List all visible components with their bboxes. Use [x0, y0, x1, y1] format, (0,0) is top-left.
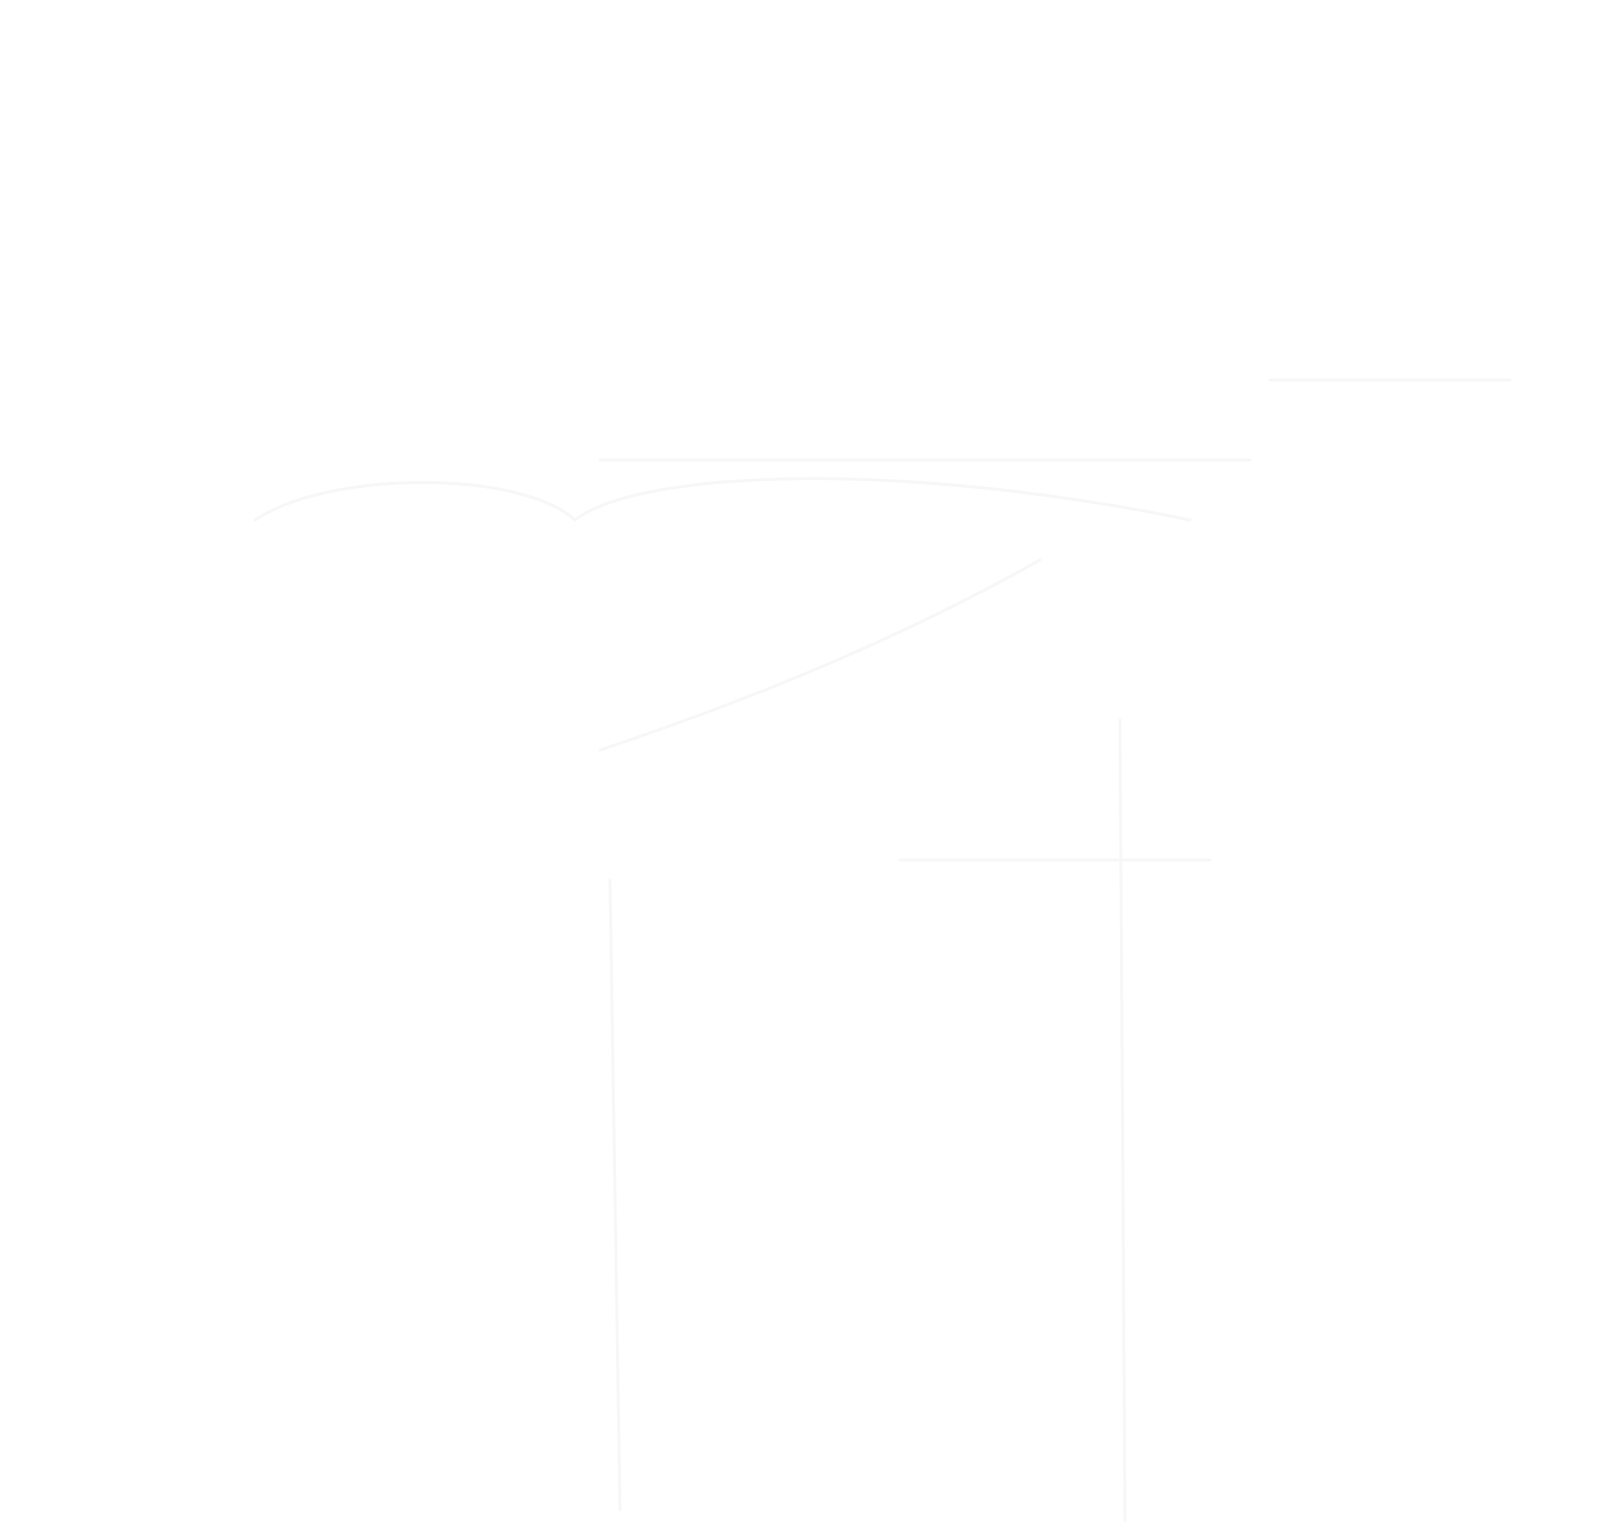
- faint-curve-upper: [255, 479, 1190, 520]
- faint-vertical-left: [610, 880, 620, 1510]
- faint-curve-middle: [600, 560, 1040, 750]
- faint-vertical-right: [1120, 720, 1125, 1520]
